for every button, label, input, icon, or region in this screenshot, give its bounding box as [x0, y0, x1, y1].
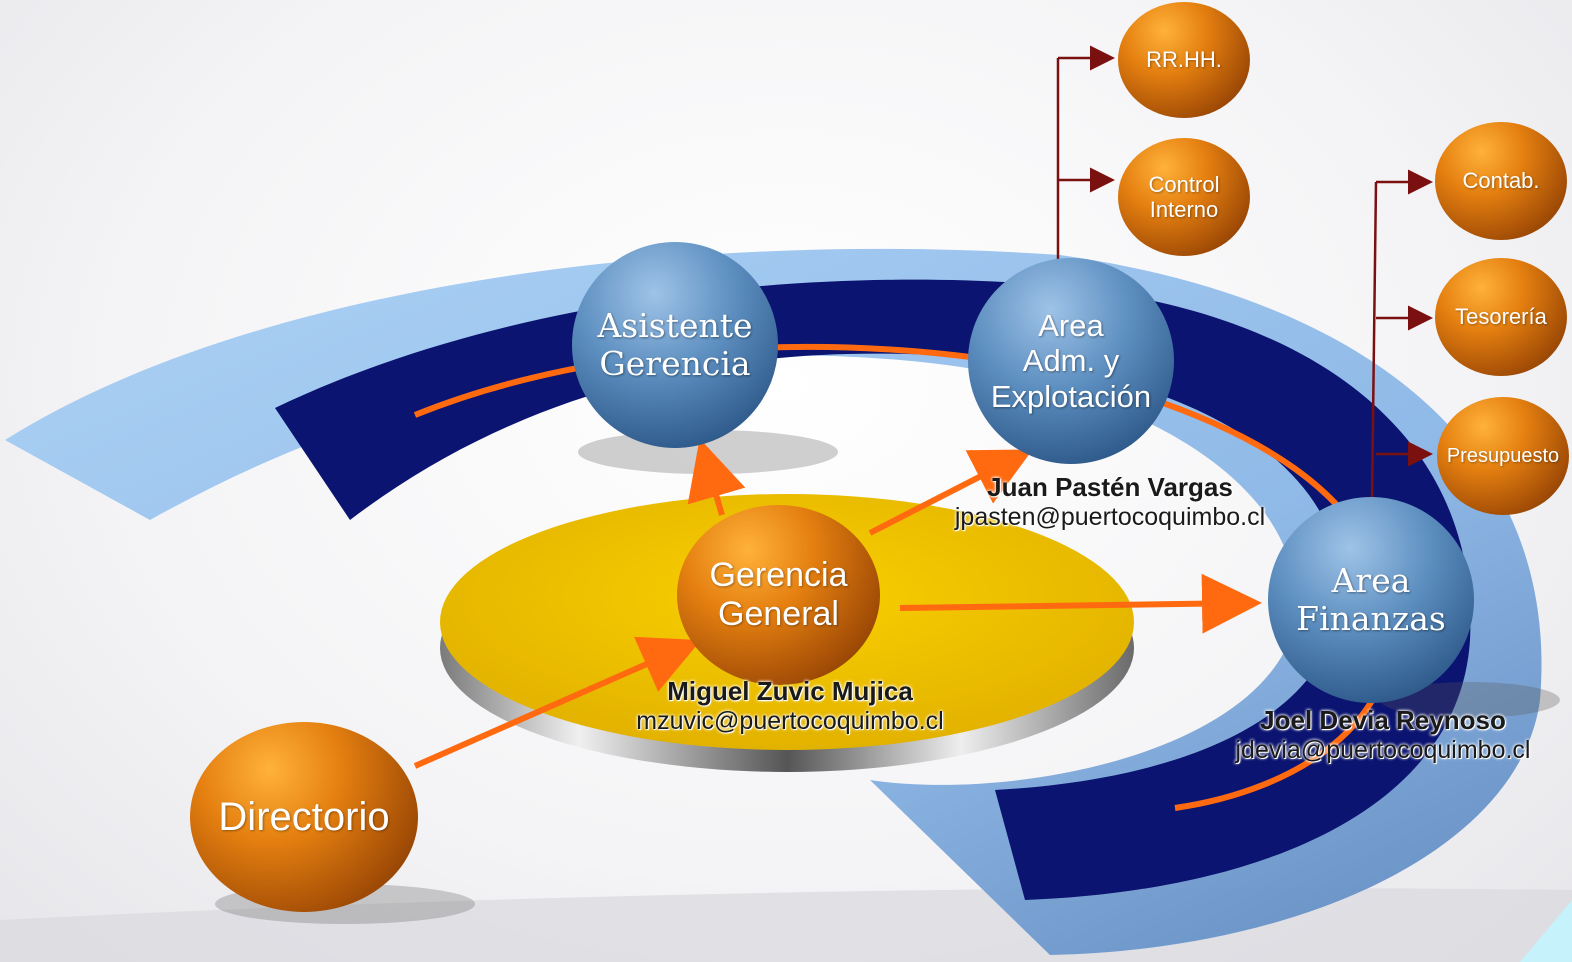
arrow-directorio-to-gerencia: [413, 636, 701, 769]
person-area-adm-email[interactable]: jpasten@puertocoquimbo.cl: [954, 503, 1266, 531]
node-asistente-gerencia-line2: Gerencia: [599, 344, 751, 383]
node-asistente-gerencia[interactable]: Asistente Gerencia: [572, 242, 778, 448]
node-tesoreria[interactable]: Tesorería: [1435, 258, 1567, 376]
node-area-adm-line1: Area: [1038, 307, 1104, 343]
node-rrhh-label: RR.HH.: [1146, 47, 1222, 73]
node-rrhh[interactable]: RR.HH.: [1118, 2, 1250, 118]
person-area-adm: Juan Pastén Vargas jpasten@puertocoquimb…: [920, 472, 1300, 532]
node-directorio[interactable]: Directorio: [190, 722, 418, 912]
node-area-adm[interactable]: Area Adm. y Explotación: [968, 258, 1174, 464]
person-gerencia-general-name: Miguel Zuvic Mujica: [667, 676, 913, 706]
node-area-adm-line3: Explotación: [990, 378, 1152, 414]
arrow-gerencia-to-finanzas: [899, 573, 1262, 634]
node-contab[interactable]: Contab.: [1435, 122, 1567, 240]
person-area-finanzas-name: Joel Devia Reynoso: [1260, 705, 1506, 735]
arrow-gerencia-to-asistente: [687, 438, 746, 516]
person-area-finanzas: Joel Devia Reynoso jdevia@puertocoquimbo…: [1198, 705, 1568, 765]
node-directorio-label: Directorio: [218, 795, 390, 839]
node-contab-label: Contab.: [1462, 168, 1540, 194]
node-gerencia-general-line1: Gerencia: [709, 555, 848, 594]
node-asistente-gerencia-line1: Asistente: [597, 306, 753, 346]
connector-fin-trunk: [1370, 181, 1378, 501]
node-area-finanzas-line1: Area: [1331, 561, 1411, 601]
node-control-interno-line1: Control: [1148, 171, 1220, 197]
person-area-finanzas-email[interactable]: jdevia@puertocoquimbo.cl: [1235, 736, 1531, 764]
person-gerencia-general: Miguel Zuvic Mujica mzuvic@puertocoquimb…: [600, 676, 980, 736]
node-area-finanzas-line2: Finanzas: [1296, 599, 1446, 638]
node-control-interno-line2: Interno: [1149, 197, 1219, 222]
person-area-adm-name: Juan Pastén Vargas: [987, 472, 1233, 502]
arrow-gerencia-to-adm: [868, 449, 1033, 536]
person-gerencia-general-email[interactable]: mzuvic@puertocoquimbo.cl: [636, 707, 944, 735]
shadow-finanzas: [1380, 682, 1560, 718]
node-control-interno[interactable]: Control Interno: [1118, 138, 1250, 256]
node-gerencia-general[interactable]: Gerencia General: [677, 505, 880, 685]
corner-accent: [1520, 900, 1572, 962]
node-gerencia-general-line2: General: [718, 595, 839, 633]
node-presupuesto[interactable]: Presupuesto: [1437, 397, 1569, 515]
node-area-finanzas[interactable]: Area Finanzas: [1268, 497, 1474, 703]
node-presupuesto-label: Presupuesto: [1446, 444, 1560, 467]
node-area-adm-line2: Adm. y: [1022, 343, 1120, 379]
node-tesoreria-label: Tesorería: [1455, 304, 1547, 330]
